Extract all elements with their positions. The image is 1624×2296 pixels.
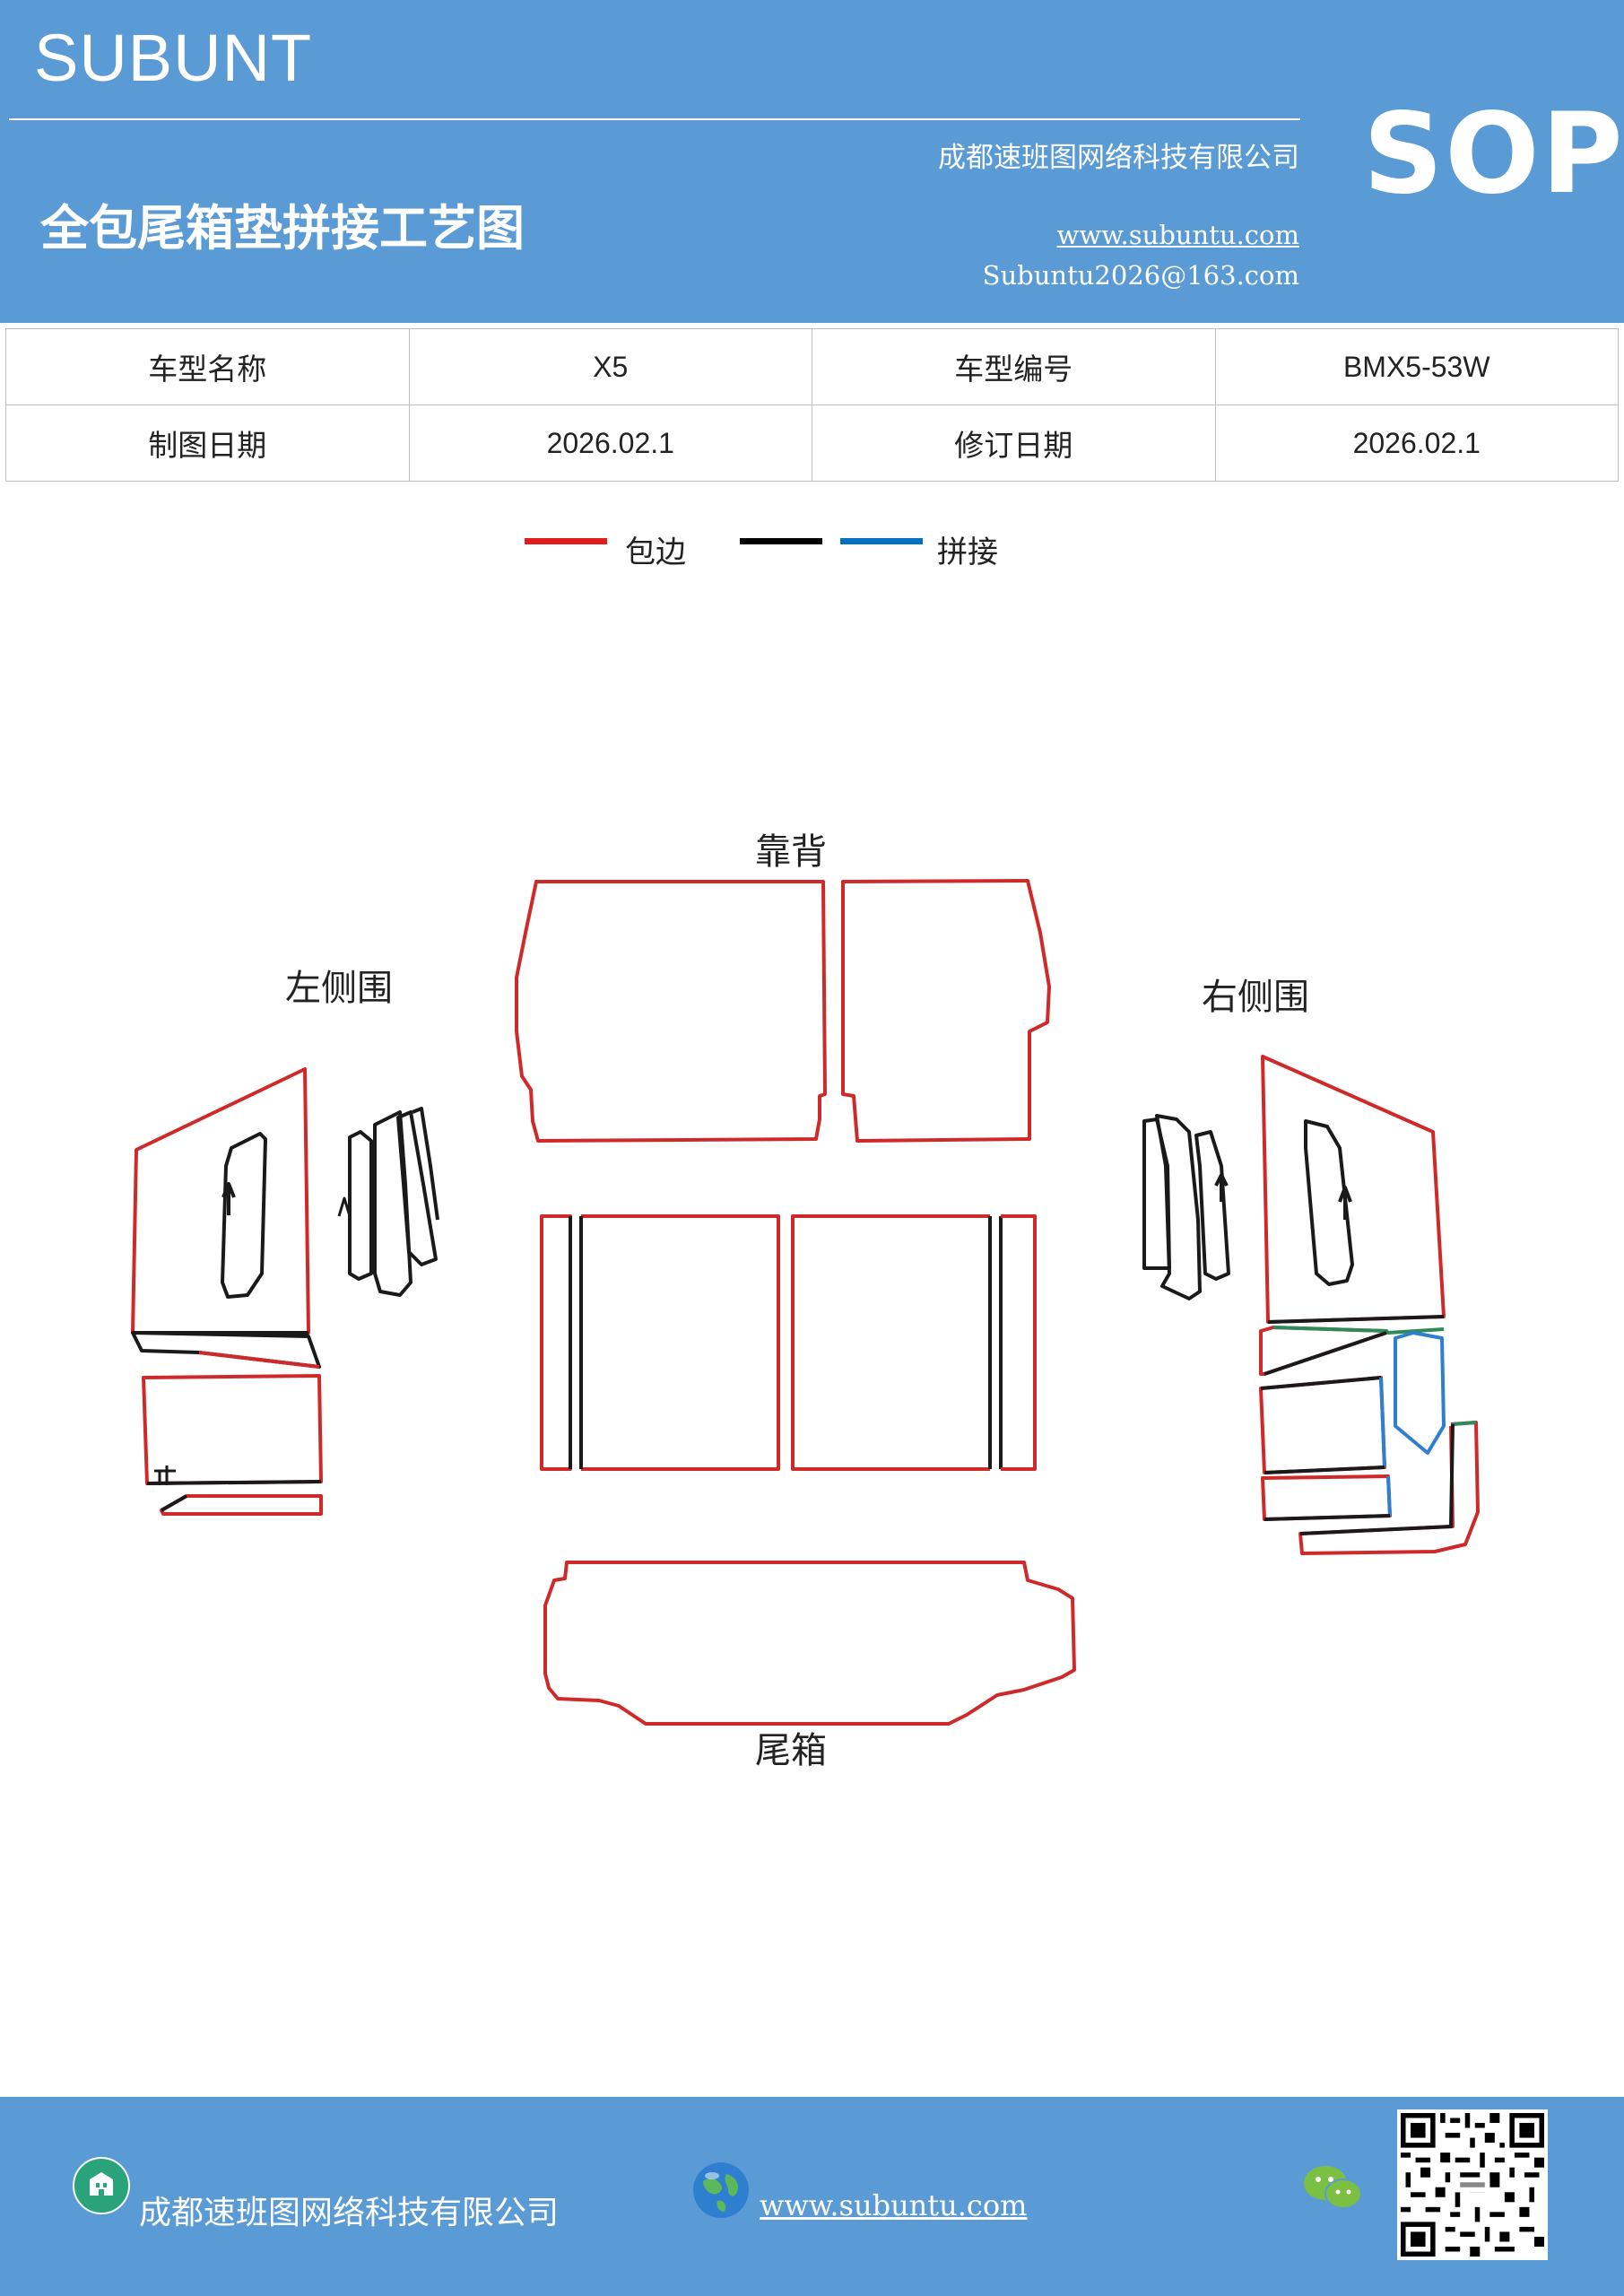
right-side-window-cutout: [1304, 1119, 1354, 1286]
mark-symbol: [154, 1465, 176, 1485]
legend: 包边 拼接: [525, 520, 1152, 574]
wechat-icon[interactable]: [1302, 2161, 1365, 2213]
table-row: 制图日期 2026.02.1 修订日期 2026.02.1: [5, 404, 1619, 482]
right-side-label: 右侧围: [1202, 977, 1309, 1018]
header-email: Subuntu2026@163.com: [982, 260, 1299, 291]
legend-blue-line: [840, 538, 923, 544]
header-banner: SUBUNT 全包尾箱垫拼接工艺图 成都速班图网络科技有限公司 www.subu…: [0, 0, 1624, 323]
sop-badge: SOP: [1363, 90, 1624, 219]
floor-left-strip: [540, 1214, 572, 1471]
left-side-trim-1: [348, 1130, 373, 1281]
seam-line: [1267, 1315, 1445, 1324]
left-side-lower-panel: [142, 1374, 323, 1485]
seam-line: [1264, 1465, 1385, 1474]
globe-icon: [693, 2162, 749, 2218]
right-side-main-panel: [1261, 1055, 1446, 1324]
seam-line: [1264, 1514, 1391, 1521]
footer-company: 成都速班图网络科技有限公司: [139, 2195, 560, 2231]
mat-layout-diagram: 靠背 左侧围 右侧围 尾箱: [131, 831, 1480, 1771]
left-side-label: 左侧围: [285, 968, 393, 1009]
revision-date-value: 2026.02.1: [1214, 404, 1619, 482]
seam-line: [1264, 1331, 1387, 1376]
blue-seam-line: [1386, 1475, 1392, 1517]
left-side-main-panel: [131, 1067, 310, 1335]
header-company: 成都速班图网络科技有限公司: [938, 142, 1299, 174]
seam-line: [1260, 1376, 1382, 1390]
seam-line: [146, 1480, 322, 1485]
legend-black-line: [740, 538, 822, 544]
draw-date-value: 2026.02.1: [408, 404, 812, 482]
backrest-left-panel: [515, 880, 827, 1143]
floor-right-panel: [791, 1214, 990, 1471]
qr-code-pattern: [1401, 2113, 1544, 2257]
seam-line: [1299, 1423, 1455, 1535]
brand-name: SUBUNT: [34, 21, 313, 95]
right-side-panel-a: [1259, 1376, 1386, 1474]
document-title: 全包尾箱垫拼接工艺图: [40, 199, 525, 257]
model-code-value: BMX5-53W: [1214, 328, 1619, 405]
left-side-trim-2: [373, 1110, 413, 1297]
draw-date-label: 制图日期: [5, 404, 410, 482]
backrest-right-panel: [841, 879, 1051, 1143]
legend-edge-label: 包边: [625, 535, 686, 570]
header-divider: [9, 118, 1300, 120]
footer-banner: 成都速班图网络科技有限公司 www.subuntu.com: [0, 2097, 1624, 2296]
model-name-value: X5: [408, 328, 812, 405]
legend-join-label: 拼接: [937, 535, 998, 570]
arrow-mark: [1338, 1186, 1352, 1220]
left-side-window-cutout: [221, 1132, 267, 1299]
revision-date-label: 修订日期: [812, 404, 1216, 482]
table-row: 车型名称 X5 车型编号 BMX5-53W: [5, 328, 1619, 405]
right-side-trim-3: [1194, 1130, 1230, 1281]
green-seam-line: [1452, 1421, 1477, 1426]
qr-code: [1397, 2109, 1548, 2260]
header-website-link[interactable]: www.subuntu.com: [1056, 220, 1299, 250]
model-code-label: 车型编号: [812, 328, 1216, 405]
right-side-panel-b: [1261, 1474, 1392, 1521]
letter-mark: [337, 1196, 352, 1217]
right-side-trim-2: [1155, 1114, 1202, 1300]
footer-website-link[interactable]: www.subuntu.com: [760, 2188, 1028, 2222]
floor-left-panel: [581, 1214, 780, 1471]
arrow-mark: [221, 1182, 236, 1215]
blue-seam-line: [1379, 1377, 1386, 1468]
floor-right-strip: [1001, 1214, 1037, 1471]
backrest-label: 靠背: [755, 831, 827, 873]
green-seam-line: [1272, 1326, 1445, 1335]
model-name-label: 车型名称: [5, 328, 410, 405]
edge-line: [198, 1351, 320, 1369]
left-side-trim-3: [396, 1110, 438, 1266]
left-side-trim-4: [412, 1107, 439, 1221]
vehicle-info-table: 车型名称 X5 车型编号 BMX5-53W 制图日期 2026.02.1 修订日…: [5, 328, 1619, 482]
trunk-label: 尾箱: [755, 1730, 827, 1771]
seam-line: [161, 1494, 187, 1512]
legend-red-line: [525, 538, 607, 544]
right-side-blue-piece: [1394, 1331, 1446, 1455]
trunk-floor-panel: [543, 1561, 1076, 1726]
arrow-mark: [1214, 1173, 1229, 1202]
building-icon: [73, 2157, 130, 2214]
